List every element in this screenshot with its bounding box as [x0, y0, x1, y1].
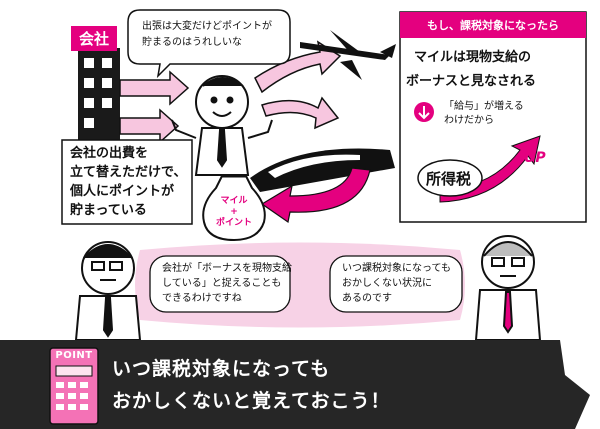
money-flow-arrows-icon: [119, 70, 190, 144]
up-label: UP: [524, 150, 546, 166]
right-panel-line-1: マイルは現物支給の: [414, 50, 532, 65]
banner-torn-edge: [560, 340, 600, 429]
tax-label: 所得税: [426, 170, 472, 188]
explain-box-line-2: 立て替えただけで、: [70, 165, 187, 180]
airplane-icon: [300, 30, 396, 80]
reason-text: 「給与」が増える わけだから: [444, 100, 524, 128]
return-arrow-icon: [260, 167, 371, 224]
calculator-icon: [49, 347, 99, 425]
reason-line-2: わけだから: [444, 115, 494, 126]
speech-bubble-line-1: 出張は大変だけどポイントが: [142, 21, 272, 32]
bullet-train-icon: [250, 148, 395, 192]
speech-bubble-top: [127, 9, 291, 79]
left-bubble-frame: [149, 255, 291, 313]
explain-box-line-4: 貯まっている: [70, 203, 147, 218]
right-bubble-line-1: いつ課税対象になっても: [342, 263, 451, 274]
explain-box-line-3: 個人にポイントが: [70, 184, 175, 199]
right-bubble-line-2: おかしくない状況に: [342, 278, 432, 289]
left-bubble-line-3: できるわけですね: [162, 293, 242, 304]
reason-line-1: 「給与」が増える: [444, 101, 524, 112]
money-bag-label: マイル + ポイント: [214, 196, 254, 229]
banner-line-1: いつ課税対象になっても: [112, 358, 331, 380]
bag-label-line-2: +: [230, 207, 238, 217]
businessman-figure: [171, 75, 273, 176]
right-panel-line-2: ボーナスと見なされる: [406, 74, 537, 89]
bag-label-line-3: ポイント: [215, 218, 252, 228]
bag-label-line-1: マイル: [220, 196, 248, 206]
travel-arrows-icon: [254, 40, 342, 130]
banner-bg: [0, 340, 600, 429]
company-tag: 会社: [71, 26, 117, 51]
banner-line-2: おかしくないと覚えておこう！: [112, 390, 391, 412]
left-bubble-line-1: 会社が「ボーナスを現物支給: [162, 263, 292, 274]
speech-bubble-line-2: 貯まるのはうれしいな: [142, 37, 242, 48]
money-bag-icon: [202, 174, 266, 242]
explain-box-line-1: 会社の出費を: [70, 146, 149, 161]
right-bubble-line-3: あるのです: [342, 293, 392, 304]
young-man-figure: [74, 241, 142, 341]
explain-box-frame: [61, 139, 193, 225]
point-label: POINT: [55, 350, 93, 361]
senior-man-figure: [474, 235, 542, 341]
right-bubble-frame: [329, 255, 463, 313]
right-panel-header: もし、課税対象になったら: [400, 12, 586, 38]
left-bubble-line-2: している」と捉えることも: [162, 278, 282, 289]
